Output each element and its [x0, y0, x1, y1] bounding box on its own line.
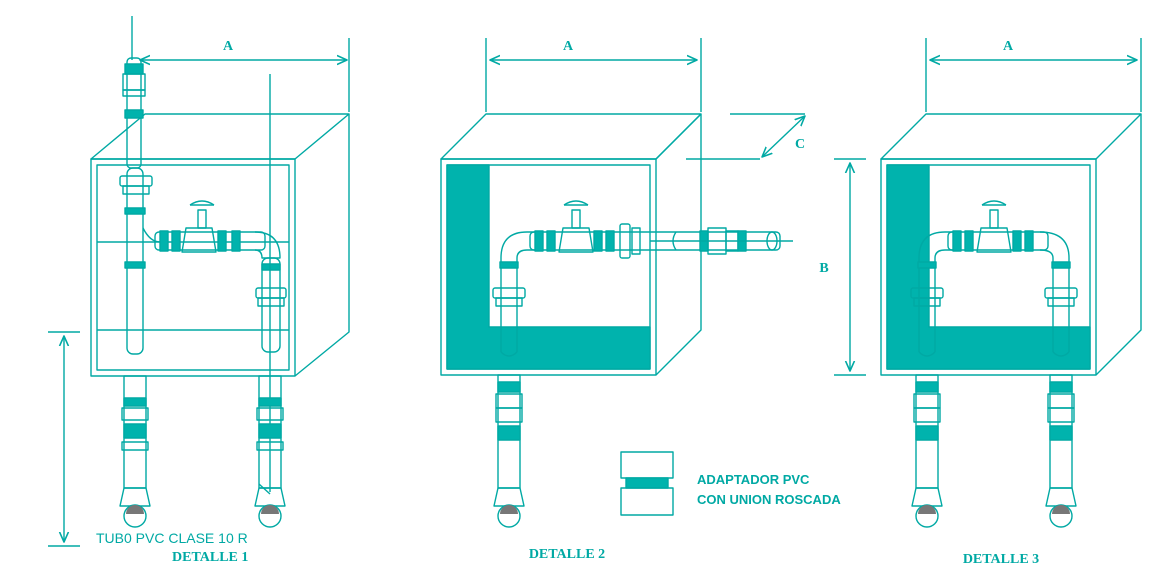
detalle-1: A [48, 16, 350, 565]
adapter-legend-bottom-icon [620, 487, 674, 516]
lower-pipes-1 [119, 375, 286, 528]
dim-a-2-label: A [563, 39, 574, 54]
riser-pipe-left-1 [119, 57, 153, 355]
detalle-2-title: DETALLE 2 [529, 547, 605, 562]
adapter-legend-top-icon [620, 451, 674, 479]
detalle-2: A C [440, 38, 841, 562]
box-1 [90, 113, 350, 377]
tap-assembly-2 [529, 200, 793, 259]
box-3 [880, 113, 1142, 376]
detalle-3: A B [819, 38, 1142, 567]
dim-c-2-label: C [795, 137, 805, 152]
dim-a-1-label: A [223, 39, 234, 54]
detalle-1-title: DETALLE 1 [172, 550, 248, 565]
dim-c-2: C [686, 113, 805, 160]
pipe-label: TUB0 PVC CLASE 10 R [96, 530, 248, 546]
dim-a-3: A [925, 38, 1142, 112]
riser-pipe-left-3 [910, 231, 958, 357]
box-2 [440, 113, 702, 376]
tap-assembly-1 [142, 200, 287, 353]
lower-pipes-3 [911, 374, 1077, 528]
riser-pipe-2 [492, 231, 540, 357]
detalle-3-title: DETALLE 3 [963, 552, 1039, 567]
tap-assembly-3 [947, 200, 1078, 357]
dim-a-3-label: A [1003, 39, 1014, 54]
dim-height-1 [48, 331, 80, 547]
dim-b-3: B [819, 158, 866, 376]
lower-pipes-2 [493, 374, 525, 528]
adapter-legend: ADAPTADOR PVC CON UNION ROSCADA [620, 451, 841, 516]
dim-a-2: A [485, 38, 702, 112]
dim-a-1: A [131, 16, 350, 112]
adapter-label-line1: ADAPTADOR PVC [697, 472, 810, 487]
adapter-label-line2: CON UNION ROSCADA [697, 492, 841, 507]
dim-b-3-label: B [819, 261, 828, 276]
